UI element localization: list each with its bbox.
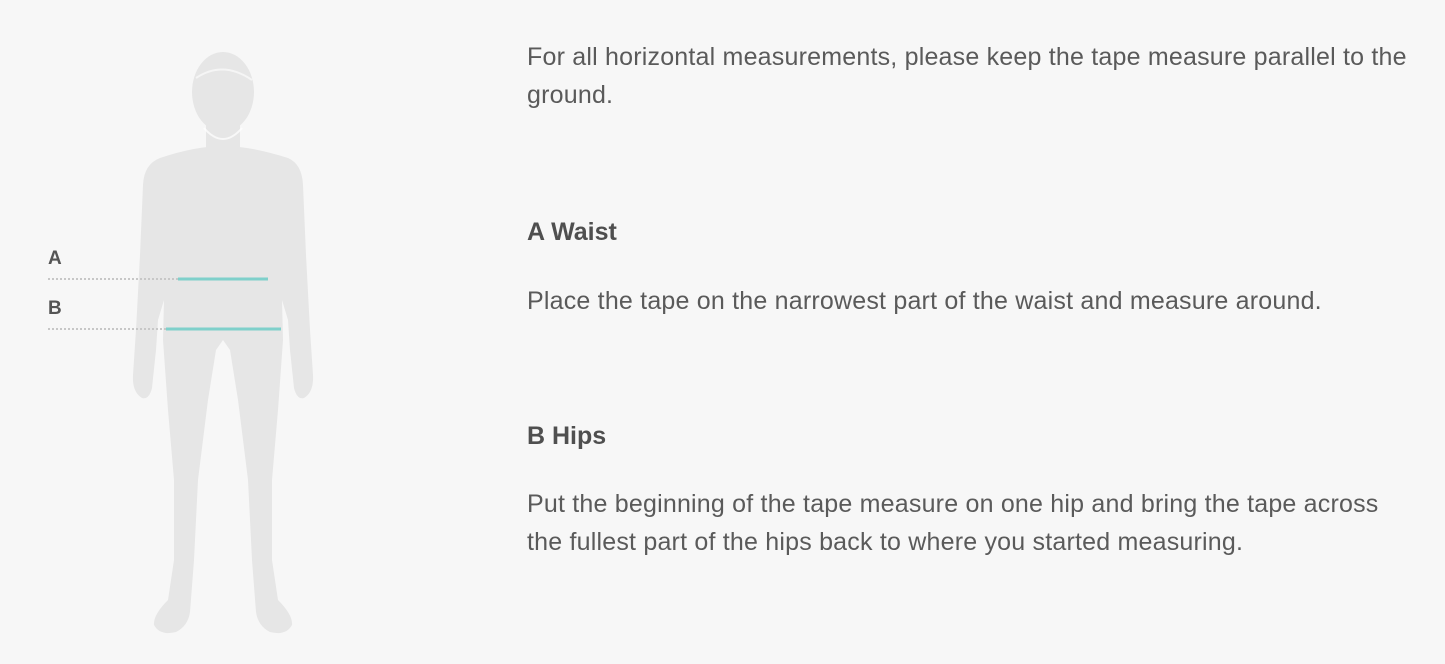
- marker-a-label: A: [48, 248, 62, 269]
- body-measurement-figure: A B: [0, 0, 360, 664]
- intro-text: For all horizontal measurements, please …: [527, 43, 1407, 109]
- hips-heading: B Hips: [527, 422, 607, 450]
- marker-b-label: B: [48, 298, 62, 319]
- waist-description: Place the tape on the narrowest part of …: [527, 287, 1322, 315]
- hips-description: Put the beginning of the tape measure on…: [527, 490, 1379, 556]
- body-silhouette: [48, 52, 314, 634]
- waist-heading: A Waist: [527, 218, 617, 246]
